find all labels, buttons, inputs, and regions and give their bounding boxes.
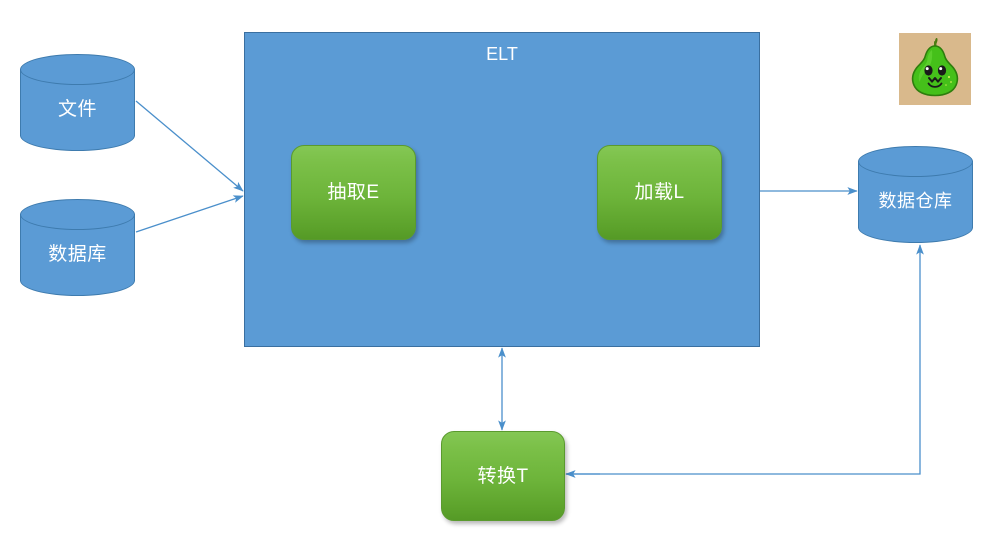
pear-avatar-icon — [899, 33, 971, 105]
process-box-load[interactable]: 加载L — [597, 145, 722, 240]
source-label-file: 文件 — [57, 99, 97, 120]
cylinder-top-ellipse — [858, 146, 973, 177]
source-cylinder-database[interactable]: 数据库 — [20, 199, 135, 296]
process-box-transform[interactable]: 转换T — [441, 431, 565, 521]
source-label-database: 数据库 — [48, 244, 107, 265]
elt-title-label: ELT — [486, 44, 518, 64]
process-label-extract: 抽取E — [327, 182, 380, 203]
process-label-load: 加载L — [634, 182, 685, 203]
process-box-extract[interactable]: 抽取E — [291, 145, 416, 240]
source-cylinder-file[interactable]: 文件 — [20, 54, 135, 151]
process-label-transform: 转换T — [477, 465, 529, 487]
cylinder-top-ellipse — [20, 199, 135, 230]
connector-file-to-elt — [135, 100, 244, 192]
pear-mascot-svg — [899, 33, 971, 105]
connector-database-to-elt — [135, 195, 244, 233]
target-cylinder-warehouse[interactable]: 数据仓库 — [858, 146, 973, 243]
target-label-warehouse: 数据仓库 — [878, 191, 953, 211]
cylinder-top-ellipse — [20, 54, 135, 85]
